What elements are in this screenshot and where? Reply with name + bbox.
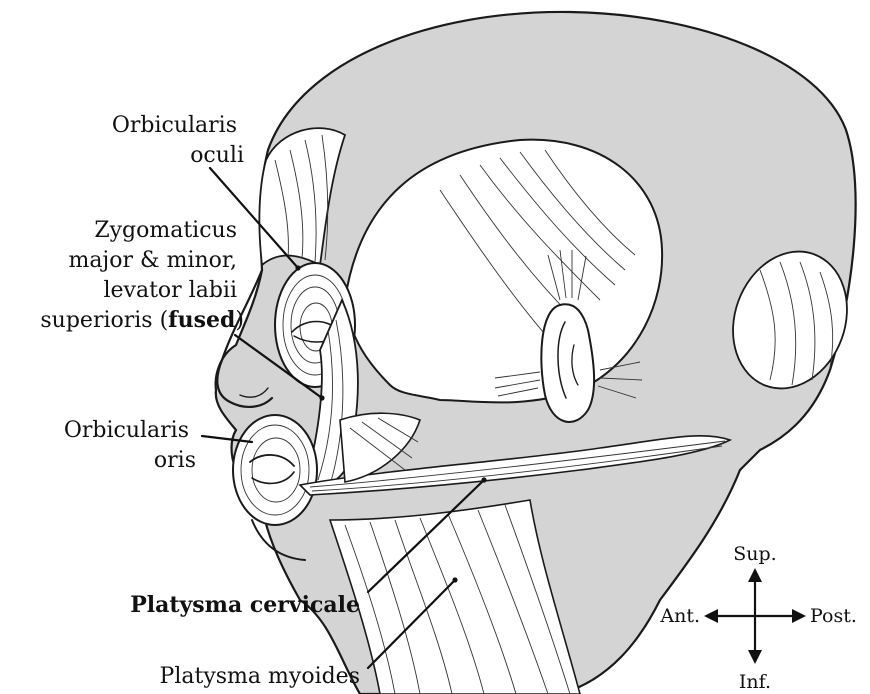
orientation-compass: Sup. Inf. Ant. Post.: [659, 543, 857, 693]
compass-posterior-label: Post.: [810, 605, 857, 627]
arrow-down-icon: [748, 650, 762, 664]
label-orbicularis-oris: Orbicularis oris: [64, 418, 196, 473]
leader-dot-zygomaticus: [319, 395, 324, 400]
leader-dot-platysma-cervicale: [481, 477, 486, 482]
compass-inferior-label: Inf.: [739, 671, 771, 693]
compass-anterior-label: Ant.: [659, 605, 700, 627]
label-zygomaticus: Zygomaticus major & minor, levator labii…: [40, 218, 244, 333]
label-platysma-cervicale: Platysma cervicale: [130, 592, 360, 618]
arrow-up-icon: [748, 568, 762, 582]
label-orbicularis-oculi: Orbicularis oculi: [112, 113, 244, 168]
arrow-left-icon: [704, 609, 718, 623]
leader-dot-platysma-myoides: [452, 577, 457, 582]
arrow-right-icon: [792, 609, 806, 623]
label-platysma-myoides: Platysma myoides: [160, 664, 360, 689]
orbicularis-oris-muscle: [233, 415, 317, 525]
compass-superior-label: Sup.: [733, 543, 776, 565]
leader-dot-orbicularis-oculi: [295, 265, 300, 270]
